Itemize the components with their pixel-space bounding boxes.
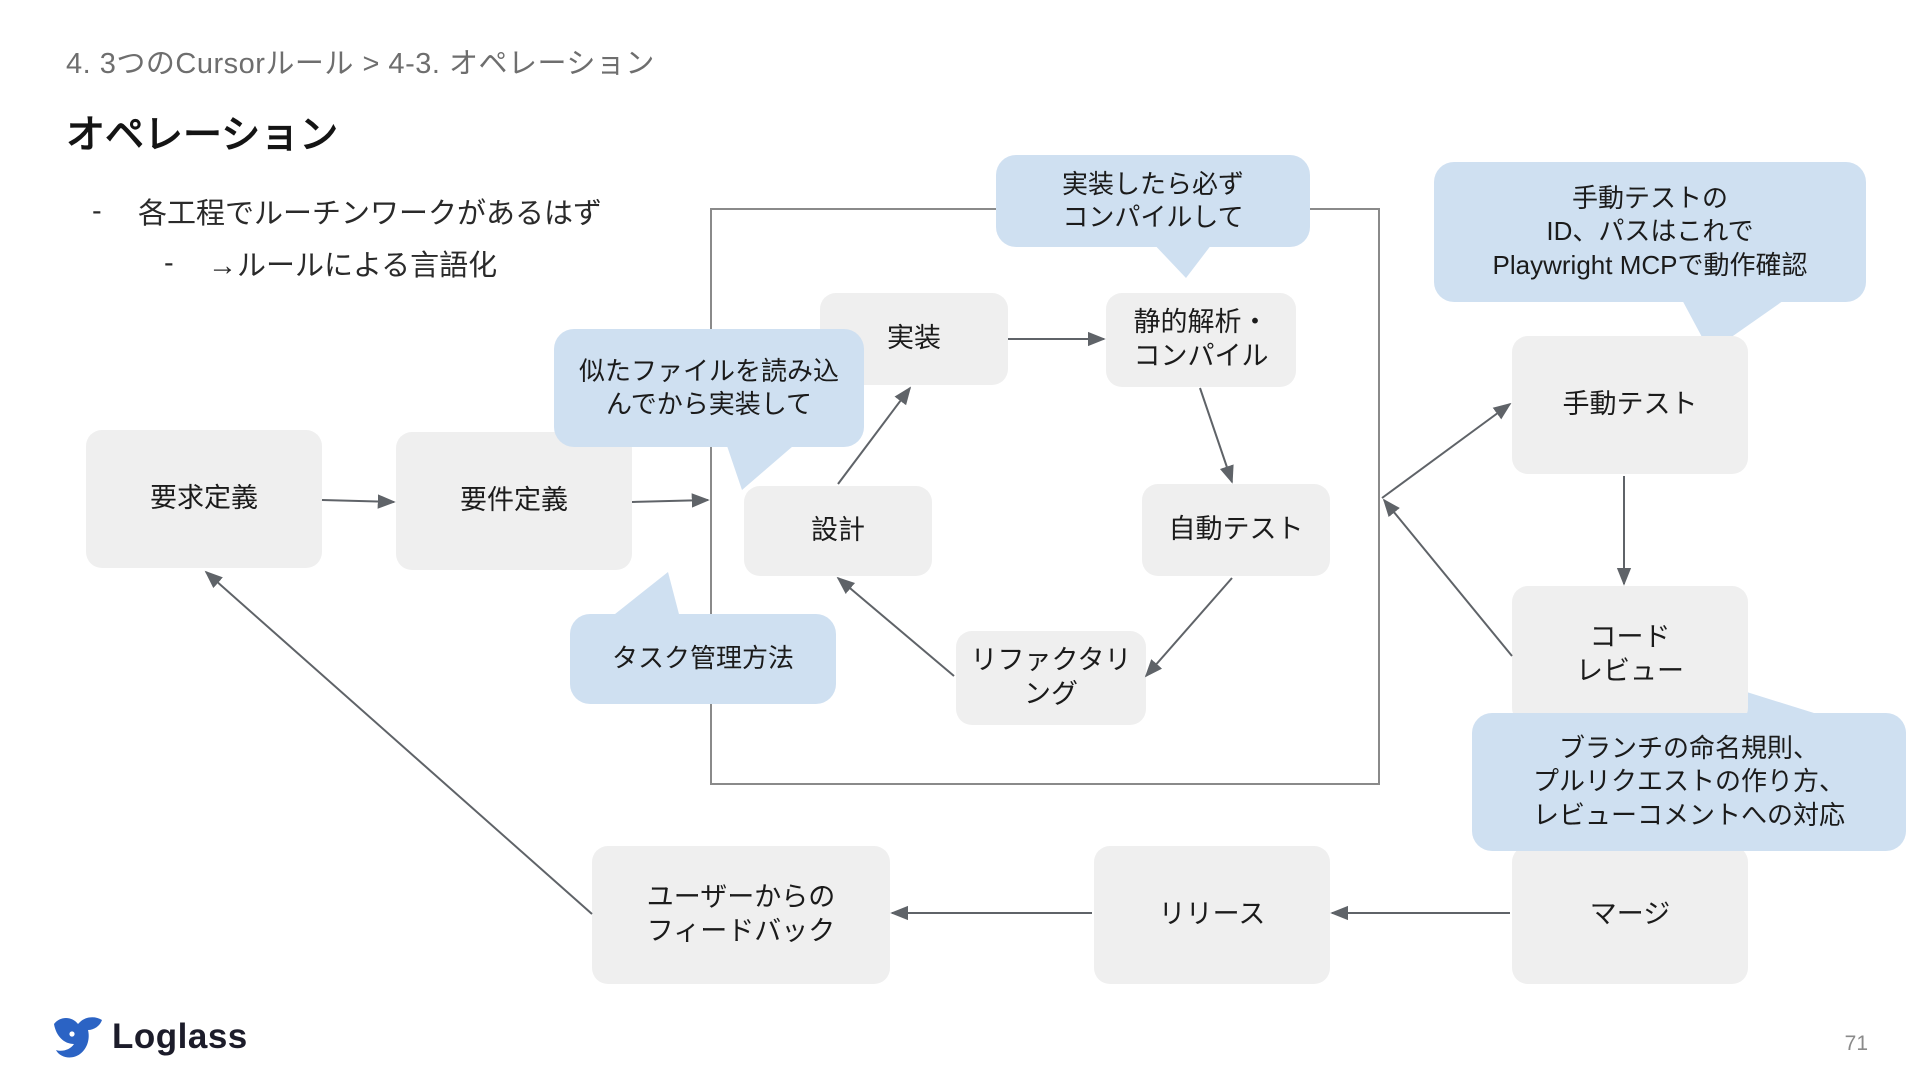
arrow-frame-to-manual-test bbox=[1381, 402, 1512, 499]
bullet-routine-work: - 各工程でルーチンワークがあるはず bbox=[92, 190, 602, 232]
node-release: リリース bbox=[1094, 846, 1330, 984]
callout-tail-compile bbox=[1150, 240, 1215, 278]
node-merge: マージ bbox=[1512, 846, 1748, 984]
callout-tail-task-mgmt bbox=[610, 572, 680, 618]
node-code-review: コード レビュー bbox=[1512, 586, 1748, 724]
callout-manual-test-note: 手動テストの ID、パスはこれで Playwright MCPで動作確認 bbox=[1434, 162, 1866, 302]
node-manual-test: 手動テスト bbox=[1512, 336, 1748, 474]
callout-tail-similar-file bbox=[725, 440, 800, 490]
node-user-feedback: ユーザーからの フィードバック bbox=[592, 846, 890, 984]
arrow-feedback-to-request bbox=[204, 570, 593, 915]
company-logo: Loglass bbox=[50, 1014, 248, 1060]
arrow-request-to-requirement bbox=[321, 494, 396, 509]
bullet-text: →ルールによる言語化 bbox=[208, 250, 498, 282]
node-request-definition: 要求定義 bbox=[86, 430, 322, 568]
node-refactoring: リファクタリ ング bbox=[956, 631, 1146, 725]
whale-logo-icon bbox=[54, 1017, 102, 1058]
breadcrumb: 4. 3つのCursorルール > 4-3. オペレーション bbox=[66, 48, 655, 80]
node-requirement-definition: 要件定義 bbox=[396, 432, 632, 570]
callout-task-management: タスク管理方法 bbox=[570, 614, 836, 704]
arrow-autotest-to-refactor bbox=[1144, 577, 1233, 678]
arrow-requirement-to-frame bbox=[631, 493, 710, 508]
page-number: 71 bbox=[1844, 1032, 1868, 1055]
callout-compile: 実装したら必ず コンパイルして bbox=[996, 155, 1310, 247]
node-auto-test: 自動テスト bbox=[1142, 484, 1330, 576]
callout-similar-file: 似たファイルを読み込 んでから実装して bbox=[554, 329, 864, 447]
arrow-review-to-frame bbox=[1382, 498, 1513, 657]
bullet-dash: - bbox=[164, 246, 174, 279]
arrow-static-to-autotest bbox=[1199, 387, 1234, 484]
callout-branch-rules: ブランチの命名規則、 プルリクエストの作り方、 レビューコメントへの対応 bbox=[1472, 713, 1906, 851]
bullet-text: 各工程でルーチンワークがあるはず bbox=[138, 198, 603, 230]
logo-text: Loglass bbox=[112, 1017, 248, 1056]
arrow-design-to-implement bbox=[837, 386, 912, 485]
page-title: オペレーション bbox=[66, 114, 339, 157]
bullet-rule-verbalization: - →ルールによる言語化 bbox=[164, 242, 497, 284]
node-design: 設計 bbox=[744, 486, 932, 576]
node-static-analysis: 静的解析・ コンパイル bbox=[1106, 293, 1296, 387]
bullet-dash: - bbox=[92, 194, 102, 227]
arrow-refactor-to-design bbox=[836, 576, 955, 677]
